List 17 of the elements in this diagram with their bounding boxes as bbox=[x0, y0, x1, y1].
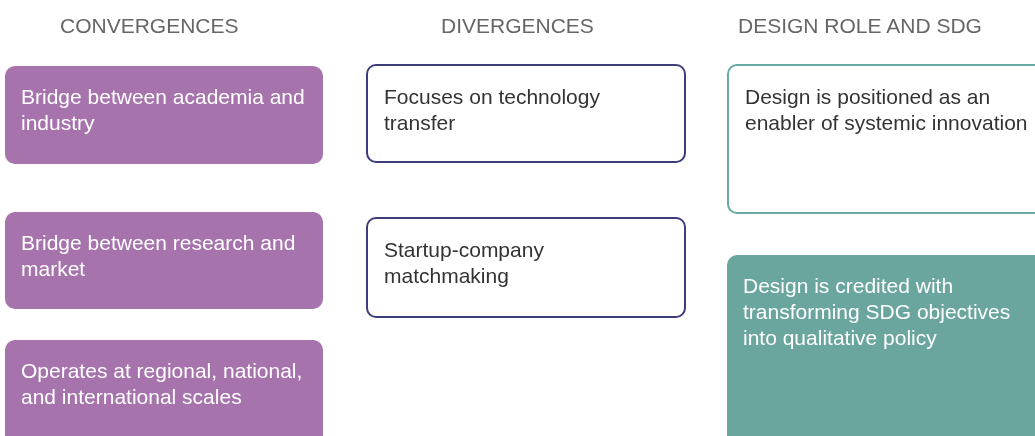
filled-card bbox=[5, 66, 323, 164]
column-heading: DESIGN ROLE AND SDG bbox=[738, 14, 982, 38]
outlined-card bbox=[727, 64, 1035, 214]
column-heading: CONVERGENCES bbox=[60, 14, 239, 38]
card-text: Design is credited with transforming SDG objectives into qualitative policy bbox=[743, 273, 1012, 351]
column-heading: DIVERGENCES bbox=[441, 14, 594, 38]
outlined-card bbox=[366, 64, 686, 163]
filled-card bbox=[5, 212, 323, 309]
card-text: Operates at regional, national, and international scales bbox=[21, 358, 304, 410]
card-text: Startup-company matchmaking bbox=[384, 237, 545, 289]
card-text: Design is positioned as an enabler of systemic innovation bbox=[745, 84, 1029, 136]
outlined-card bbox=[366, 217, 686, 318]
filled-card bbox=[5, 340, 323, 436]
card-text: Bridge between academia and industry bbox=[21, 84, 306, 136]
filled-card bbox=[727, 255, 1035, 436]
card-text: Focuses on technology transfer bbox=[384, 84, 601, 136]
card-text: Bridge between research and market bbox=[21, 230, 297, 282]
